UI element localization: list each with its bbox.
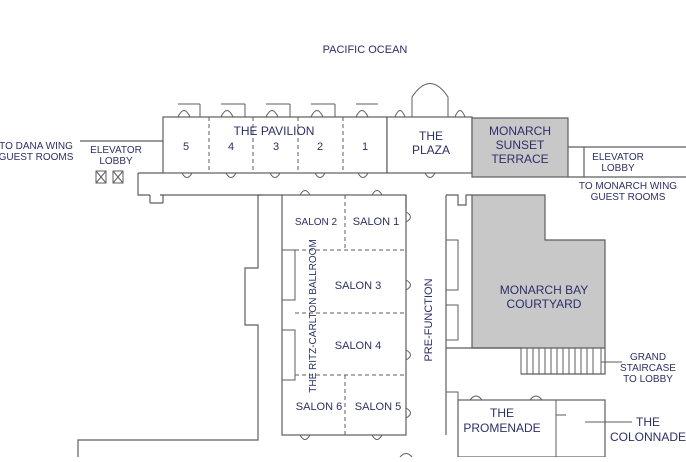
dana-wing-line1: TO DANA WING	[0, 141, 73, 152]
elevator-lobby-right-line1: ELEVATOR	[592, 152, 644, 163]
plaza-label-line1: THE	[419, 129, 443, 143]
grand-staircase-callout: GRAND STAIRCASE TO LOBBY	[620, 352, 676, 385]
staircase-line1: GRAND	[630, 352, 666, 363]
prefunction-corridor[interactable]: PRE-FUNCTION	[405, 194, 472, 435]
ocean-label: PACIFIC OCEAN	[323, 44, 408, 56]
plaza-room[interactable]: THE PLAZA	[386, 83, 473, 178]
elevator-lobby-left-line1: ELEVATOR	[90, 145, 142, 156]
pavilion-section-3: 3	[273, 141, 279, 153]
dana-wing-callout: TO DANA WING GUEST ROOMS	[0, 141, 74, 163]
sunset-terrace-label-line2: SUNSET	[496, 138, 545, 152]
promenade[interactable]: THE PROMENADE	[399, 391, 606, 458]
elevator-lobby-right[interactable]: ELEVATOR LOBBY	[568, 146, 686, 178]
colonnade-line1: THE	[636, 415, 660, 429]
pavilion-section-1: 1	[362, 141, 368, 153]
elevator-lobby-left[interactable]: ELEVATOR LOBBY	[80, 140, 282, 204]
pavilion-room[interactable]: THE PAVILION 5 4 3 2 1	[162, 103, 388, 178]
prefunction-label: PRE-FUNCTION	[423, 278, 435, 361]
ballroom[interactable]: SALON 2 SALON 1 SALON 3 SALON 4 SALON 6 …	[281, 190, 411, 440]
west-corridor	[77, 194, 262, 457]
salon-5-label: SALON 5	[355, 401, 401, 413]
salon-1-label: SALON 1	[353, 216, 399, 228]
courtyard-label-line2: COURTYARD	[507, 297, 582, 311]
elevator-lobby-right-line2: LOBBY	[601, 163, 635, 174]
pavilion-section-2: 2	[317, 141, 323, 153]
monarch-wing-line2: GUEST ROOMS	[591, 192, 666, 203]
monarch-wing-callout: TO MONARCH WING GUEST ROOMS	[579, 181, 677, 203]
staircase-line2: STAIRCASE	[620, 363, 676, 374]
monarch-wing-line1: TO MONARCH WING	[579, 181, 677, 192]
sunset-terrace-label-line3: TERRACE	[491, 152, 548, 166]
dana-wing-line2: GUEST ROOMS	[0, 152, 74, 163]
plaza-label-line2: PLAZA	[412, 143, 450, 157]
colonnade-callout: THE COLONNADE	[585, 415, 686, 444]
elevator-lobby-left-line2: LOBBY	[99, 156, 133, 167]
pavilion-section-5: 5	[183, 141, 189, 153]
grand-staircase[interactable]	[446, 347, 622, 375]
promenade-label-line2: PROMENADE	[463, 421, 540, 435]
staircase-line3: TO LOBBY	[623, 374, 673, 385]
colonnade-line2: COLONNADE	[610, 430, 686, 444]
promenade-label-line1: THE	[490, 406, 514, 420]
salon-6-label: SALON 6	[296, 401, 342, 413]
salon-4-label: SALON 4	[335, 340, 381, 352]
monarch-sunset-terrace[interactable]: MONARCH SUNSET TERRACE	[471, 117, 569, 178]
ballroom-label: THE RITZ-CARLTON BALLROOM	[308, 239, 319, 393]
salon-3-label: SALON 3	[335, 280, 381, 292]
pavilion-label: THE PAVILION	[234, 124, 315, 138]
pavilion-section-4: 4	[228, 141, 234, 153]
sunset-terrace-label-line1: MONARCH	[489, 124, 551, 138]
monarch-bay-courtyard[interactable]: MONARCH BAY COURTYARD	[471, 194, 606, 349]
courtyard-label-line1: MONARCH BAY	[500, 283, 588, 297]
salon-2-label: SALON 2	[295, 217, 338, 228]
